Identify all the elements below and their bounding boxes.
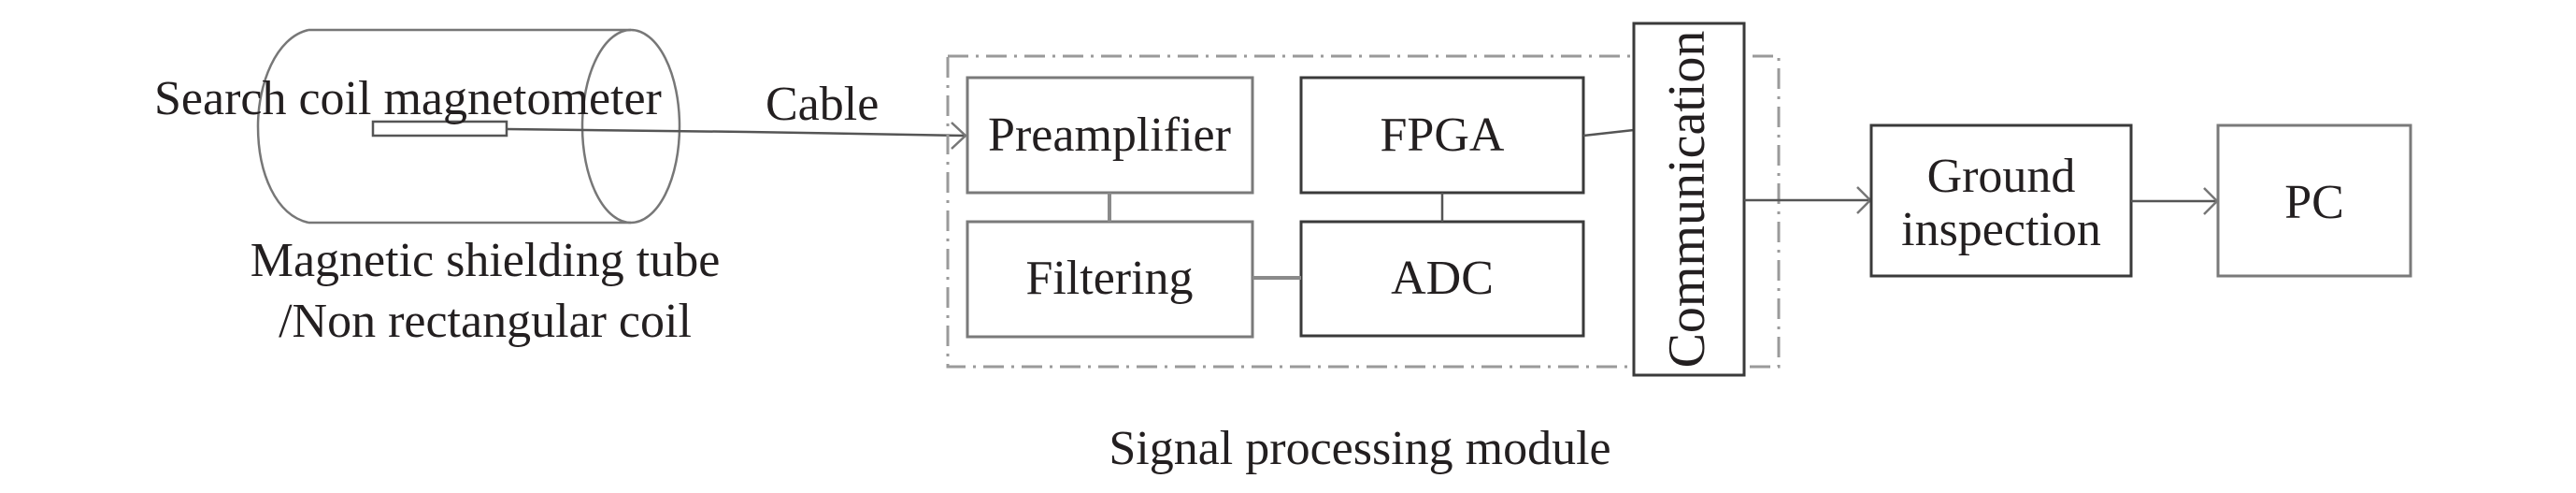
fpga-communication-link [1582, 128, 1635, 138]
search-coil-sensor [371, 120, 508, 138]
ground-inspection-label-line1: Ground [1927, 150, 2076, 203]
communication-label: Communication [1658, 31, 1716, 369]
cable-wire [506, 127, 966, 138]
cable-arrowhead [951, 122, 967, 150]
tube-left-end [256, 28, 309, 225]
pc-label: PC [2284, 176, 2344, 229]
signal-processing-module-label: Signal processing module [1109, 422, 1610, 475]
preamplifier-label: Preamplifier [988, 109, 1231, 162]
adc-block [1299, 220, 1585, 338]
shielding-tube [256, 28, 681, 225]
signal-processing-module-frame [946, 54, 1781, 369]
tube-right-end [580, 28, 681, 225]
filtering-block [966, 220, 1254, 339]
preamplifier-block [966, 76, 1254, 195]
tube-label-line1: Magnetic shielding tube [250, 234, 721, 287]
fpga-label: FPGA [1381, 109, 1505, 162]
adc-label: ADC [1391, 252, 1494, 305]
pc-block [2216, 123, 2412, 278]
ground-inspection-block [1869, 123, 2133, 278]
cable-label: Cable [766, 78, 879, 131]
search-coil-label: Search coil magnetometer [154, 72, 662, 125]
ground-inspection-label-line2: inspection [1901, 203, 2101, 256]
filtering-label: Filtering [1025, 252, 1193, 305]
communication-block [1632, 22, 1746, 377]
tube-label-line2: /Non rectangular coil [279, 295, 692, 348]
